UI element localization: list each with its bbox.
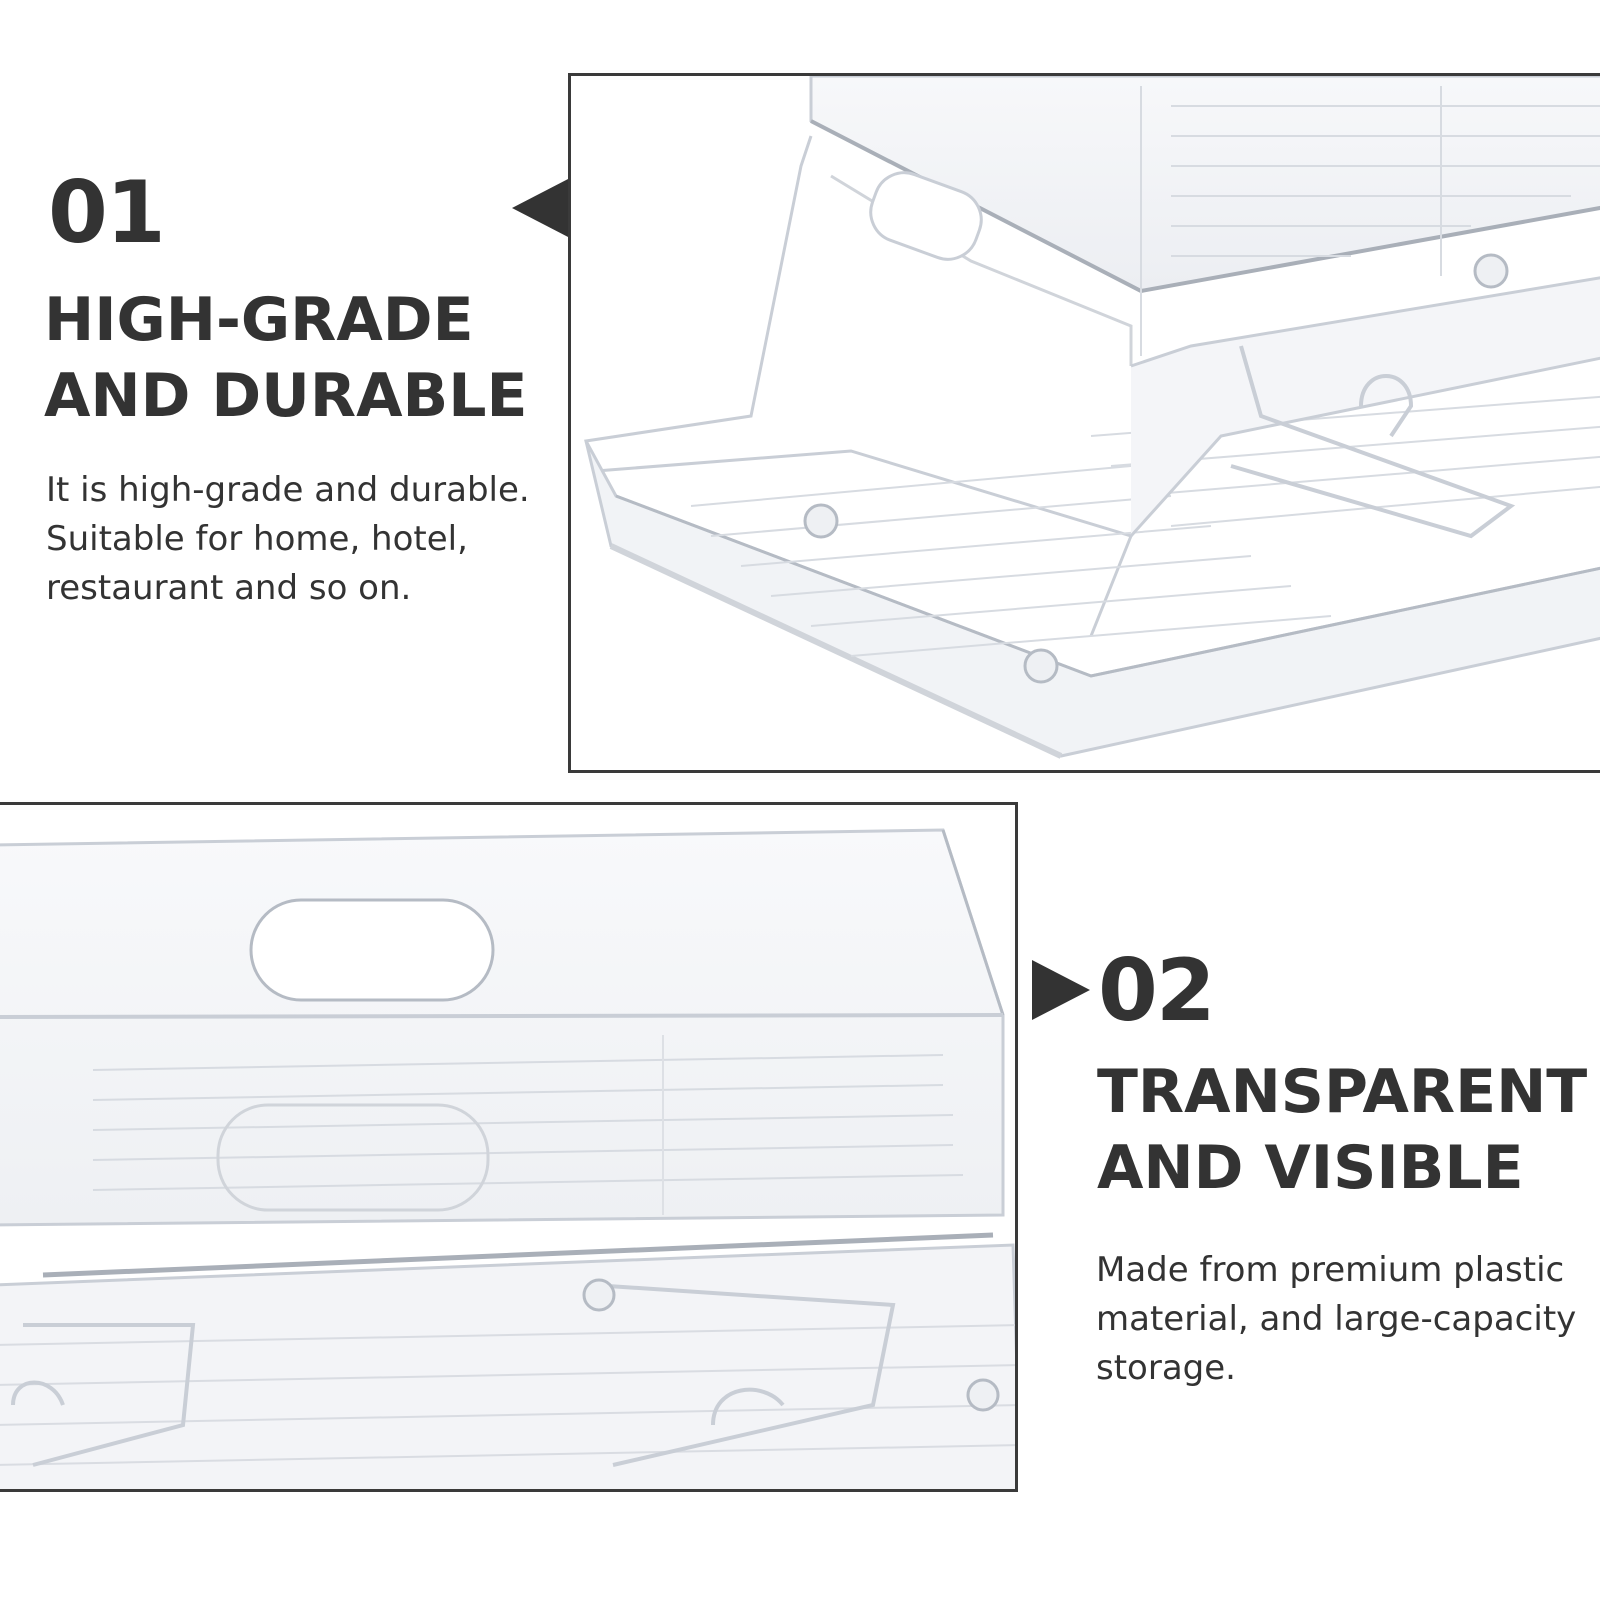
- feature-2-number: 02: [1098, 941, 1216, 1041]
- feature-1-pointer-arrow-icon: [512, 178, 570, 238]
- feature-2-title-line-1: TRANSPARENT: [1097, 1057, 1588, 1127]
- feature-2-description-line-2: material, and large-capacity: [1096, 1299, 1577, 1339]
- feature-2-title: TRANSPARENT AND VISIBLE: [1097, 1054, 1587, 1206]
- feature-2-pointer-arrow-icon: [1032, 960, 1090, 1020]
- feature-2-title-line-2: AND VISIBLE: [1097, 1133, 1524, 1203]
- feature-1-title-line-1: HIGH-GRADE: [44, 285, 474, 355]
- feature-1-number: 01: [48, 163, 166, 263]
- feature-2-description: Made from premium plastic material, and …: [1096, 1246, 1576, 1393]
- feature-2-product-photo: [0, 802, 1018, 1492]
- feature-1-description-line-3: restaurant and so on.: [46, 568, 412, 608]
- feature-1-description-line-2: Suitable for home, hotel,: [46, 519, 468, 559]
- feature-1-title: HIGH-GRADE AND DURABLE: [44, 282, 527, 434]
- feature-1-title-line-2: AND DURABLE: [44, 361, 528, 431]
- feature-1-description-line-1: It is high-grade and durable.: [46, 470, 530, 510]
- feature-2-description-line-1: Made from premium plastic: [1096, 1250, 1565, 1290]
- feature-1-description: It is high-grade and durable. Suitable f…: [46, 466, 530, 613]
- feature-1-product-photo: [568, 73, 1600, 773]
- feature-2-description-line-3: storage.: [1096, 1348, 1236, 1388]
- organizer-top-view-illustration: [584, 76, 1600, 759]
- organizer-side-view-illustration: [0, 828, 1015, 1489]
